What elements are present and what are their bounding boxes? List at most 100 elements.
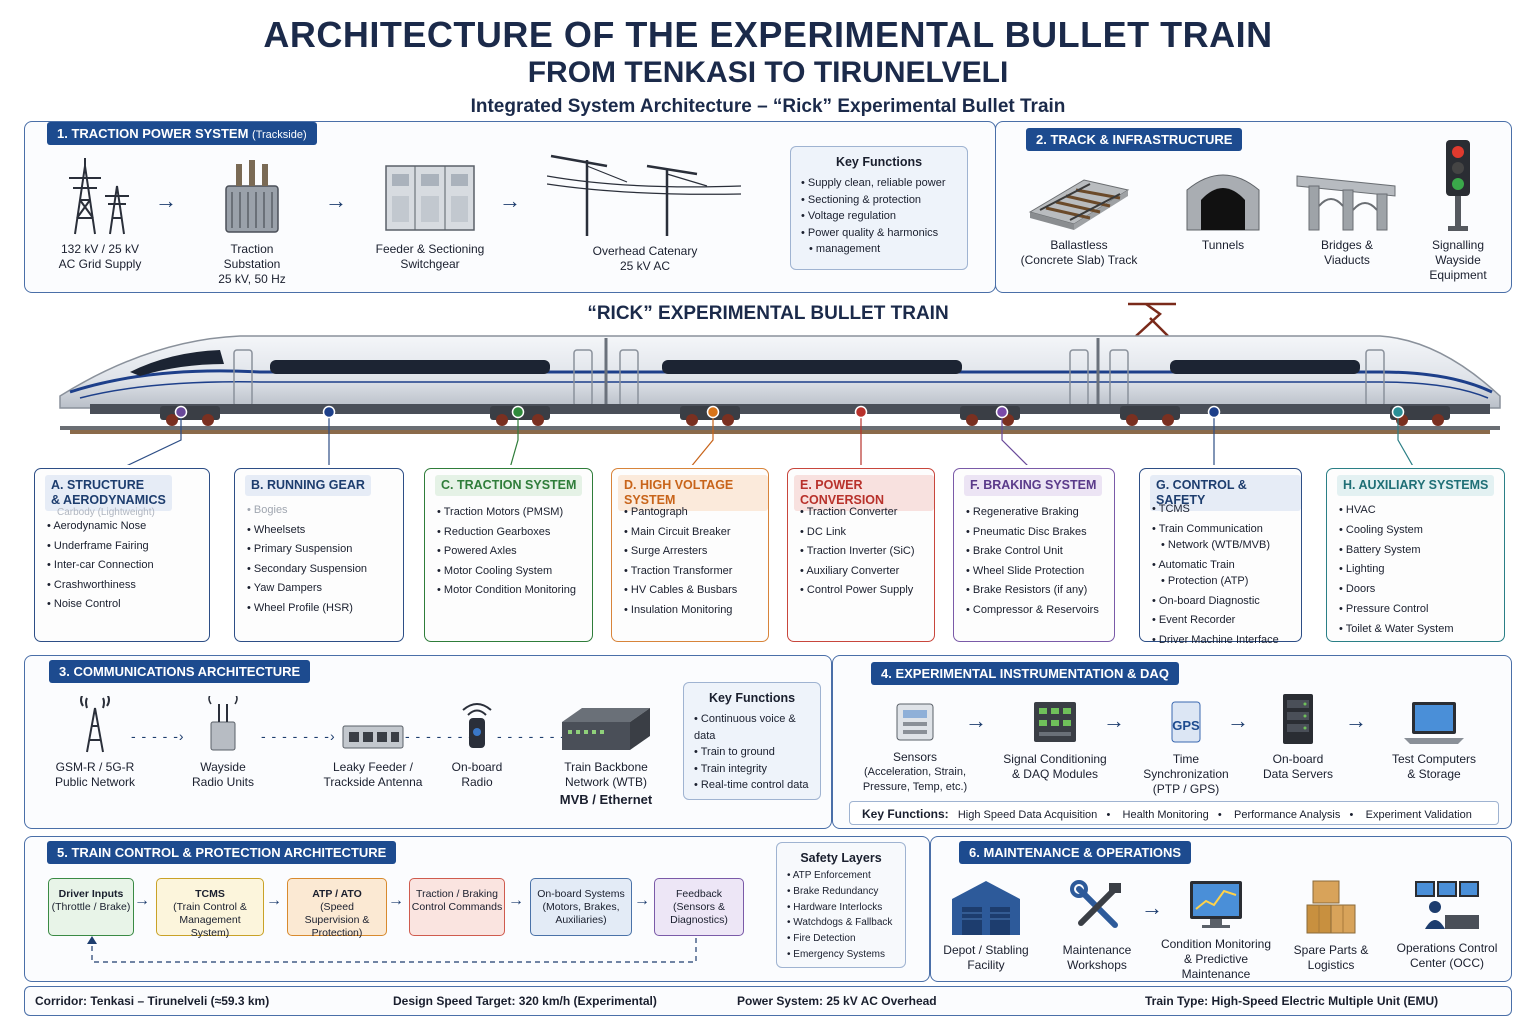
subsystem-note: Bogies xyxy=(247,501,397,521)
subsystem-auxiliary: H. AUXILIARY SYSTEMS HVAC Cooling System… xyxy=(1326,468,1505,642)
flow-arrow-icon: → xyxy=(1103,708,1125,733)
monitor-chart-icon xyxy=(1190,881,1242,928)
subsystem-item: Doors xyxy=(1339,580,1498,600)
traction-power-tag-note: (Trackside) xyxy=(252,129,307,141)
onboard-radio-icon xyxy=(462,703,492,748)
gps-icon: GPS xyxy=(1171,701,1201,743)
maintenance-panel: 6. MAINTENANCE & OPERATIONS Depot / Stab… xyxy=(930,836,1512,982)
key-functions-title: Key Functions xyxy=(708,691,796,705)
bridge-icon xyxy=(1296,175,1396,231)
page-subtitle: Integrated System Architecture – “Rick” … xyxy=(470,96,1066,117)
subsystem-item: Pressure Control xyxy=(1339,600,1498,620)
switchgear-label: Feeder & Sectioning xyxy=(375,242,485,256)
subsystem-item: Wheel Slide Protection xyxy=(966,562,1108,582)
maintenance-label-2: Workshops xyxy=(1067,958,1127,972)
subsystem-item: Lighting xyxy=(1339,560,1498,580)
laptop-icon xyxy=(1404,702,1464,744)
footer-corridor: Corridor: Tenkasi – Tirunelveli (≈59.3 k… xyxy=(35,994,270,1008)
daq-key-functions-bar: Key Functions: High Speed Data Acquisiti… xyxy=(849,801,1499,825)
communications-tag: 3. COMMUNICATIONS ARCHITECTURE xyxy=(49,660,311,683)
public-network-item: GSM-R / 5G-R Public Network xyxy=(43,696,147,790)
switchgear-label-2: Switchgear xyxy=(400,257,460,271)
flow-arrow-icon: → xyxy=(325,188,347,213)
subsystem-tag-line1: A. STRUCTURE xyxy=(51,478,145,492)
daq-label-2: (PTP / GPS) xyxy=(1152,782,1220,796)
subsystem-item: DC Link xyxy=(800,523,928,543)
daq-key-function-item: Experiment Validation xyxy=(1365,809,1472,821)
flow-arrow-icon: → xyxy=(508,892,524,909)
maintenance-label-2: Center (OCC) xyxy=(1409,956,1484,970)
slab-track-label-2: (Concrete Slab) Track xyxy=(1020,253,1138,267)
substation-label-2: Substation xyxy=(223,257,281,271)
maintenance-label-3: Maintenance xyxy=(1181,967,1251,981)
comms-label: Wayside xyxy=(200,760,246,774)
subsystem-item: Traction Inverter (SiC) xyxy=(800,542,928,562)
train-control-tag: 5. TRAIN CONTROL & PROTECTION ARCHITECTU… xyxy=(47,841,397,864)
safety-layer-item: Fire Detection xyxy=(787,931,895,947)
safety-layer-item: Watchdogs & Fallback xyxy=(787,915,895,931)
maintenance-label: Operations Control xyxy=(1396,941,1498,955)
dashed-arrow-icon: - - - - -› xyxy=(131,728,185,744)
subsystem-tag: C. TRACTION SYSTEM xyxy=(435,475,583,496)
flow-arrow-icon: → xyxy=(1227,708,1249,733)
leaky-feeder-item: Leaky Feeder / Trackside Antenna xyxy=(307,696,439,790)
safety-layers-title: Safety Layers xyxy=(800,851,882,865)
subsystem-item: Primary Suspension xyxy=(247,540,397,560)
substation-item: Traction Substation 25 kV, 50 Hz xyxy=(197,156,307,287)
subsystem-item: TCMS xyxy=(1152,501,1295,518)
comms-label: Leaky Feeder / xyxy=(332,760,414,774)
subsystem-item: Traction Converter xyxy=(800,503,928,523)
control-box-sub: (Train Control & Management System) xyxy=(173,901,247,939)
daq-label-3: Pressure, Temp, etc.) xyxy=(862,781,968,793)
signal-label: Signalling xyxy=(1431,238,1485,252)
tunnel-icon xyxy=(1186,174,1260,231)
depot-icon xyxy=(952,881,1020,935)
subsystem-running-gear: B. RUNNING GEAR Bogies Wheelsets Primary… xyxy=(234,468,404,642)
daq-key-functions-label: Key Functions: xyxy=(862,807,949,821)
safety-layers-box: Safety Layers ATP Enforcement Brake Redu… xyxy=(776,842,906,968)
subsystem-item: Network (WTB/MVB) xyxy=(1152,537,1295,554)
subsystem-item: Battery System xyxy=(1339,541,1498,561)
subsystem-item: Powered Axles xyxy=(437,542,586,562)
daq-label: On-board xyxy=(1272,752,1324,766)
dashed-arrow-icon: - - - - - - -› xyxy=(497,728,572,744)
data-servers-item: On-board Data Servers xyxy=(1253,692,1343,782)
slab-track-item: Ballastless (Concrete Slab) Track xyxy=(1014,166,1144,268)
key-function-item: Supply clean, reliable power xyxy=(801,175,957,192)
substation-label: Traction xyxy=(230,242,274,256)
dashed-arrow-icon: - - - - - - -› xyxy=(405,728,480,744)
daq-panel: 4. EXPERIMENTAL INSTRUMENTATION & DAQ Se… xyxy=(832,655,1512,829)
feedback-loop-arrow xyxy=(87,936,697,963)
flow-arrow-icon: → xyxy=(965,708,987,733)
comms-label-2: Public Network xyxy=(54,775,136,789)
daq-label-2: (Acceleration, Strain, xyxy=(863,766,967,778)
maintenance-label: Condition Monitoring xyxy=(1160,937,1272,951)
page-title-line2: FROM TENKASI TO TIRUNELVELI xyxy=(527,56,1009,89)
daq-label: Sensors xyxy=(892,750,938,764)
daq-key-function-item: Performance Analysis xyxy=(1234,809,1341,821)
subsystem-item: Regenerative Braking xyxy=(966,503,1108,523)
control-box-sub: Control Commands xyxy=(411,901,503,913)
flow-arrow-icon: → xyxy=(1345,708,1367,733)
subsystem-item: Motor Condition Monitoring xyxy=(437,581,586,601)
control-box-title: TCMS xyxy=(195,888,225,900)
power-tower-icon xyxy=(69,158,129,235)
subsystem-item: Surge Arresters xyxy=(624,542,762,562)
daq-label: Test Computers xyxy=(1391,752,1477,766)
subsystem-tag: A. STRUCTURE & AERODYNAMICS xyxy=(45,475,172,511)
key-function-item: management xyxy=(801,241,957,258)
subsystem-item: Traction Motors (PMSM) xyxy=(437,503,586,523)
control-box-atp: ATP / ATO (Speed Supervision & Protectio… xyxy=(287,878,387,939)
sensor-icon xyxy=(896,703,934,741)
comms-label: On-board xyxy=(451,760,503,774)
condition-monitoring-item: Condition Monitoring & Predictive Mainte… xyxy=(1157,877,1275,982)
key-function-item: Voltage regulation xyxy=(801,208,957,225)
transformer-icon xyxy=(225,160,279,233)
subsystem-item: Motor Cooling System xyxy=(437,562,586,582)
signal-icon xyxy=(1446,140,1470,231)
daq-key-function-item: High Speed Data Acquisition xyxy=(957,809,1098,821)
safety-layer-item: Brake Redundancy xyxy=(787,884,895,900)
daq-modules-item: Signal Conditioning & DAQ Modules xyxy=(995,698,1115,782)
maintenance-label-2: Facility xyxy=(967,958,1005,972)
boxes-icon xyxy=(1306,880,1356,934)
